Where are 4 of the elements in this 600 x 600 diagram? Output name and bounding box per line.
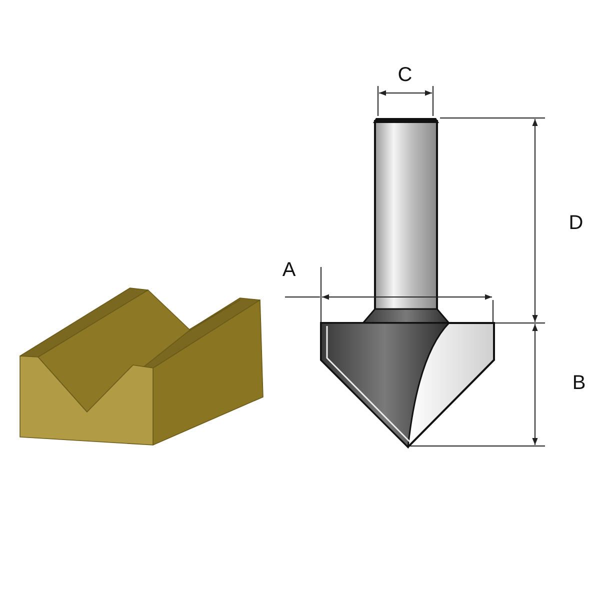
dimension-label: B	[572, 373, 586, 393]
dimension-label: D	[568, 213, 584, 233]
dimension-label: C	[398, 65, 412, 85]
dimension-label: A	[282, 260, 296, 280]
